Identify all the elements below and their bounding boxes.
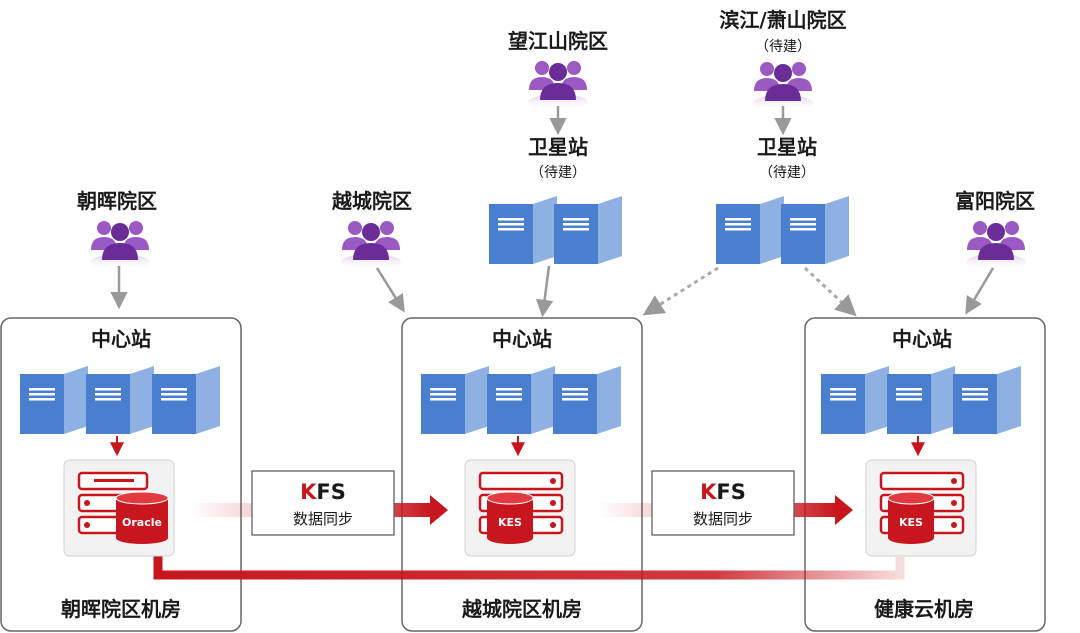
campus-label-binjiang: 滨江/萧山院区 bbox=[719, 8, 846, 32]
campus-label-fuyang: 富阳院区 bbox=[955, 189, 1035, 213]
arrow-icon bbox=[803, 266, 857, 317]
kfs-sync-box-2: KFS 数据同步 bbox=[651, 470, 795, 536]
user-group-icon bbox=[341, 221, 401, 270]
kfs-k: K bbox=[700, 480, 717, 504]
room-label-left: 朝晖院区机房 bbox=[61, 597, 181, 621]
db-label-middle: KES bbox=[498, 516, 522, 529]
user-group-icon bbox=[528, 61, 588, 110]
svg-text:KFS: KFS bbox=[700, 480, 746, 504]
room-label-right: 健康云机房 bbox=[874, 597, 974, 621]
database-server-icon: KES bbox=[464, 459, 576, 557]
campus-label-zhaohui: 朝晖院区 bbox=[77, 189, 157, 213]
satellite-title-wangjiangshan: 卫星站 bbox=[528, 135, 588, 159]
database-server-icon: Oracle bbox=[63, 459, 175, 557]
kfs-fs: FS bbox=[716, 480, 745, 504]
server-icon bbox=[86, 366, 154, 434]
server-icon bbox=[887, 366, 955, 434]
server-icon bbox=[152, 366, 220, 434]
user-group-icon bbox=[90, 221, 150, 270]
kfs-sync-box-1: KFS 数据同步 bbox=[251, 470, 395, 536]
sync-arrowhead-2 bbox=[835, 495, 853, 525]
kfs-sync-text: 数据同步 bbox=[693, 510, 753, 528]
kfs-fs: FS bbox=[316, 480, 345, 504]
center-station-title-left: 中心站 bbox=[91, 327, 151, 351]
server-icon bbox=[953, 366, 1021, 434]
arrow-icon bbox=[535, 265, 554, 318]
kfs-k: K bbox=[300, 480, 317, 504]
user-group-icon bbox=[753, 62, 813, 111]
server-icon bbox=[554, 196, 622, 264]
return-sync-line bbox=[153, 553, 905, 580]
svg-text:KFS: KFS bbox=[300, 480, 346, 504]
server-icon bbox=[553, 366, 621, 434]
server-icon bbox=[487, 366, 555, 434]
server-icon bbox=[781, 196, 849, 264]
server-icon bbox=[716, 196, 784, 264]
campus-label-yuecheng: 越城院区 bbox=[331, 189, 412, 213]
center-station-title-right: 中心站 bbox=[892, 327, 952, 351]
database-server-icon: KES bbox=[865, 459, 977, 557]
arrow-icon bbox=[642, 266, 719, 316]
campus-note-binjiang: （待建） bbox=[755, 39, 811, 55]
server-icon bbox=[421, 366, 489, 434]
db-label-right: KES bbox=[899, 516, 923, 529]
arrow-icon bbox=[965, 267, 995, 315]
satellite-title-binjiang: 卫星站 bbox=[757, 135, 817, 159]
sync-arrowhead-1 bbox=[430, 495, 448, 525]
server-icon bbox=[821, 366, 889, 434]
db-label-left: Oracle bbox=[122, 516, 162, 529]
server-icon bbox=[489, 196, 557, 264]
user-group-icon bbox=[966, 221, 1026, 270]
campus-label-wangjiangshan: 望江山院区 bbox=[508, 29, 608, 53]
satellite-note-binjiang: （待建） bbox=[759, 165, 815, 181]
server-icon bbox=[20, 366, 88, 434]
arrow-icon bbox=[375, 267, 405, 313]
kfs-sync-text: 数据同步 bbox=[293, 510, 353, 528]
center-station-title-middle: 中心站 bbox=[492, 327, 552, 351]
room-label-middle: 越城院区机房 bbox=[461, 597, 582, 621]
satellite-note-wangjiangshan: （待建） bbox=[530, 165, 586, 181]
